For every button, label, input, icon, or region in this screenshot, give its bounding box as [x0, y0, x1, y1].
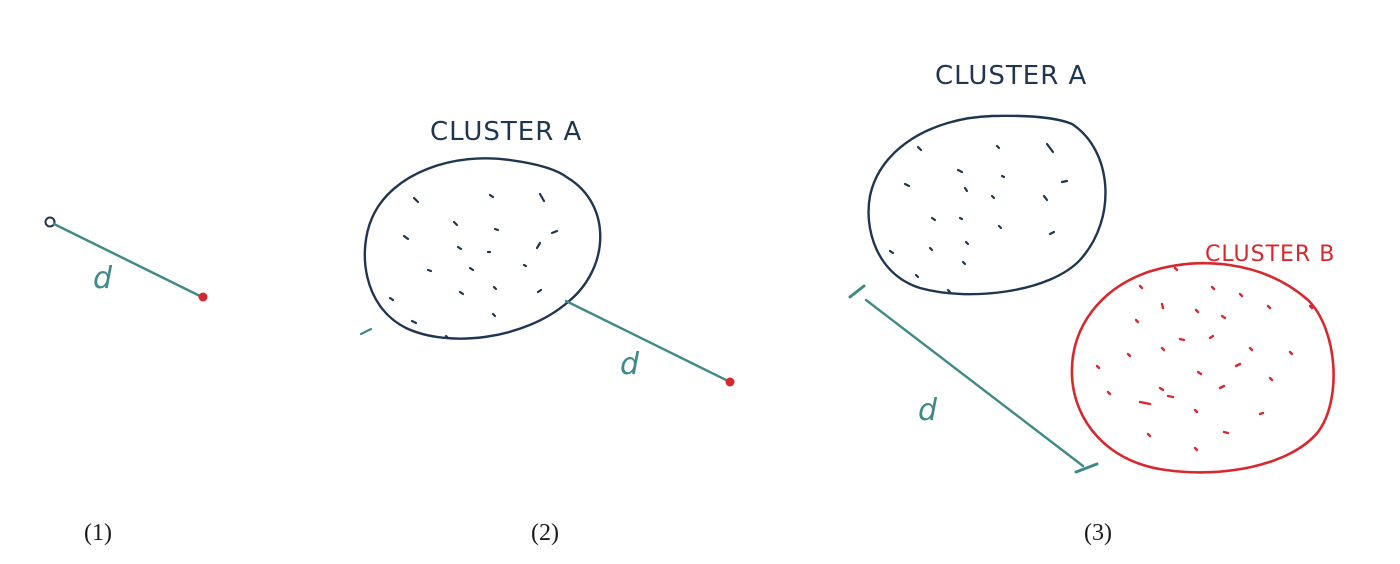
start-point: [44, 216, 56, 228]
cluster-a-outline: [363, 157, 602, 340]
cluster-a-dots: [388, 192, 559, 340]
panel-2: CLUSTER A d (2): [359, 117, 735, 546]
cluster-b-label: CLUSTER B: [1205, 242, 1335, 267]
red-point: [725, 377, 735, 387]
panel-3: CLUSTER A CLUSTER B: [848, 61, 1335, 546]
cluster-b-outline: [1070, 261, 1335, 474]
caption-2: (2): [531, 520, 559, 546]
cluster-a-outline: [867, 114, 1107, 296]
tick-mark: [1074, 462, 1099, 474]
distance-label: d: [918, 393, 938, 428]
distance-line: [864, 298, 1085, 468]
distance-line: [52, 222, 204, 299]
caption-3: (3): [1084, 520, 1112, 546]
cluster-a-dots: [888, 142, 1069, 294]
tick-mark: [848, 284, 866, 299]
caption-1: (1): [84, 520, 112, 546]
distance-label: d: [93, 261, 113, 296]
cluster-b-dots: [1095, 266, 1314, 452]
red-point: [198, 292, 208, 302]
distance-label: d: [620, 347, 640, 382]
tick-mark: [359, 327, 373, 336]
cluster-a-label: CLUSTER A: [430, 117, 582, 147]
cluster-a-label: CLUSTER A: [935, 61, 1087, 91]
panel-1: d (1): [44, 216, 208, 546]
distance-line: [564, 299, 730, 383]
